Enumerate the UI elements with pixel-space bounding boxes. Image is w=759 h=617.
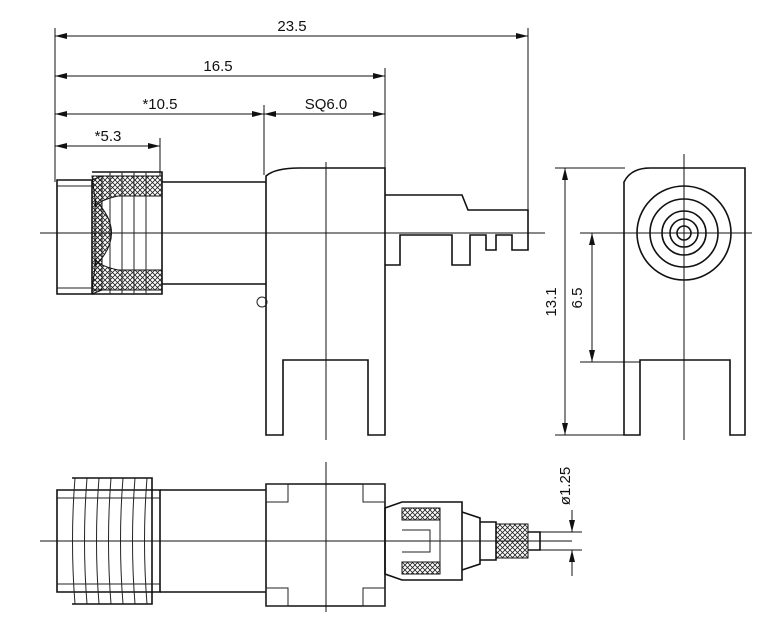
side-view [40, 162, 545, 440]
dim-body-length: 16.5 [55, 58, 385, 79]
dim-label-thread-length: *5.3 [95, 128, 122, 145]
dim-label-body-length: 16.5 [203, 58, 232, 75]
dim-connector-length: *10.5 [55, 96, 264, 117]
dim-label-center-height: 6.5 [569, 288, 586, 309]
dimension-lines: 23.5 16.5 *10.5 SQ6.0 *5.3 [54, 18, 529, 212]
dim-pin-diameter: ø1.25 [540, 467, 582, 576]
top-view: ø1.25 [40, 462, 582, 612]
end-view: 13.1 6.5 [543, 154, 752, 440]
dim-center-height: 6.5 [569, 232, 640, 363]
dim-thread-length: *5.3 [55, 128, 160, 149]
dim-overall-length: 23.5 [55, 18, 528, 39]
dim-label-pin-diameter: ø1.25 [557, 467, 574, 505]
dim-square-size: SQ6.0 [264, 96, 385, 117]
dim-label-square-size: SQ6.0 [305, 96, 348, 113]
dim-label-total-height: 13.1 [543, 287, 560, 316]
dim-total-height: 13.1 [543, 167, 625, 436]
dim-label-overall-length: 23.5 [277, 18, 306, 35]
dim-label-connector-length: *10.5 [142, 96, 177, 113]
